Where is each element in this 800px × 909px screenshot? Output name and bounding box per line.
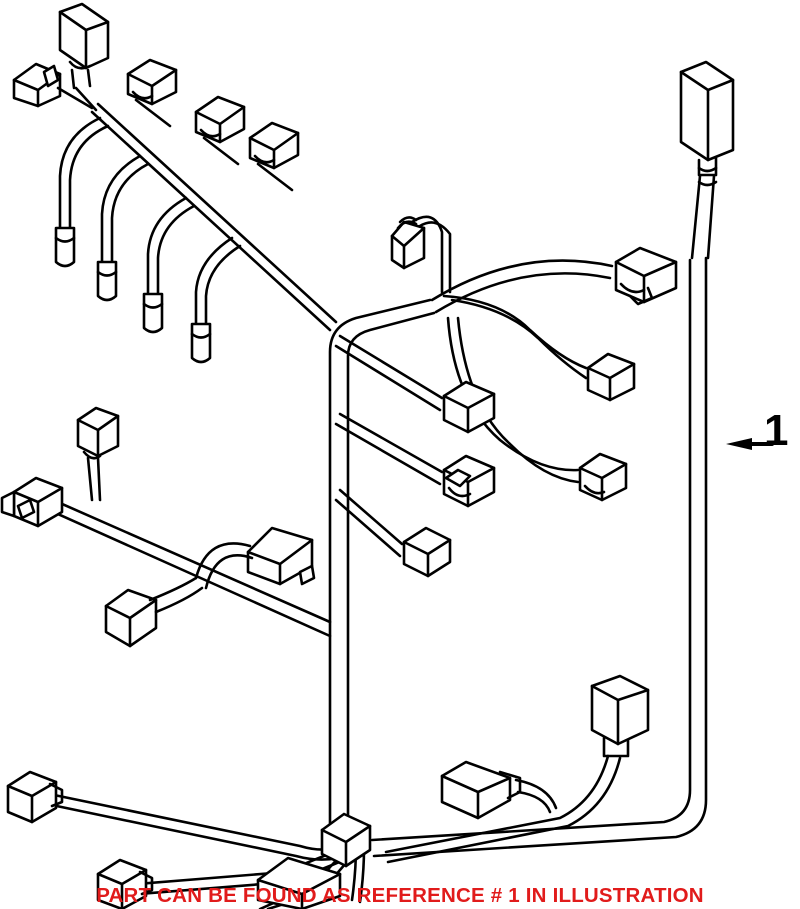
branch-connector (586, 352, 636, 402)
main-trunk (328, 256, 708, 858)
branch-connector (402, 526, 452, 578)
branch-connector (12, 62, 62, 108)
spark-plug-boot (96, 154, 150, 302)
branch-connector (76, 406, 120, 460)
illustration-caption: PART CAN BE FOUND AS REFERENCE # 1 IN IL… (96, 884, 704, 907)
upper-left-branch-trunk (90, 102, 338, 332)
callout-arrow-icon (726, 438, 752, 450)
branch-connector (6, 770, 64, 824)
branch-connector (578, 452, 628, 502)
branch-connector (590, 674, 650, 758)
branch-connector (614, 246, 678, 306)
ecu-connector (679, 60, 735, 187)
reference-number-1: 1 (764, 406, 789, 455)
branch-connector (246, 526, 316, 586)
branch-connector (440, 760, 522, 820)
branch-connector (58, 2, 110, 90)
spark-plug-boot (54, 116, 110, 268)
spark-plug-boot (190, 236, 242, 364)
branch-connector (0, 476, 64, 528)
branch-connector (194, 95, 246, 144)
branch-connector (248, 121, 300, 170)
branch-connector (256, 856, 342, 909)
branch-connector (126, 58, 178, 106)
left-sub-harness-trunk (38, 494, 332, 638)
branch-connector (390, 216, 426, 270)
branch-connector (320, 812, 372, 868)
branch-connector (96, 858, 154, 909)
branch-connector (442, 454, 496, 508)
branch-connector (104, 588, 158, 648)
branch-connector (442, 380, 496, 434)
spark-plug-boot (142, 196, 196, 334)
